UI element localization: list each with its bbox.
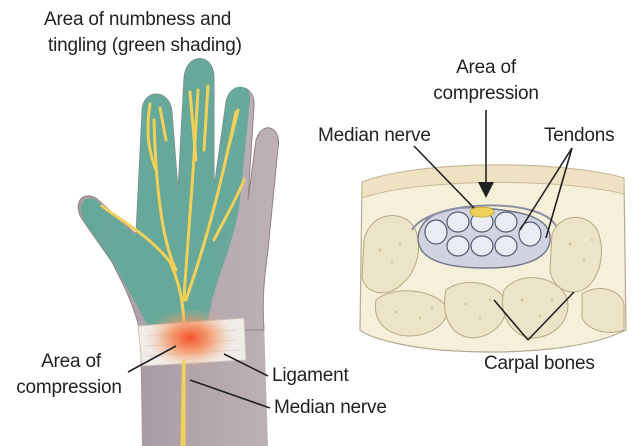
numbness-label-line1: Area of numbness and xyxy=(44,9,232,30)
hand-leader-lines xyxy=(127,345,271,409)
hand-illustration xyxy=(77,58,279,446)
section-compression-label-line1: Area of xyxy=(456,57,516,78)
tendons-label: Tendons xyxy=(544,125,615,146)
compression-glow xyxy=(146,308,234,368)
hand-compression-label-line1: Area of xyxy=(41,351,101,372)
wrist-cross-section xyxy=(359,164,627,353)
numbness-label-line2: tingling (green shading) xyxy=(48,35,242,56)
carpal-bones xyxy=(361,215,625,339)
transverse-ligament xyxy=(411,204,557,231)
compression-arrowhead xyxy=(478,182,494,198)
hand-median-nerve-label: Median nerve xyxy=(274,397,387,418)
hand-compression-label-line2: compression xyxy=(16,377,122,398)
numbness-shading xyxy=(81,58,251,330)
section-compression-label-line2: compression xyxy=(433,83,539,104)
bone-texture xyxy=(378,238,594,320)
ligament-label: Ligament xyxy=(272,365,349,386)
median-nerve-section xyxy=(469,206,495,218)
tendons xyxy=(424,211,542,257)
section-leader-lines xyxy=(413,110,575,341)
skin-band xyxy=(361,164,625,199)
carpal-bones-label: Carpal bones xyxy=(484,353,595,374)
section-median-nerve-label: Median nerve xyxy=(318,125,431,146)
